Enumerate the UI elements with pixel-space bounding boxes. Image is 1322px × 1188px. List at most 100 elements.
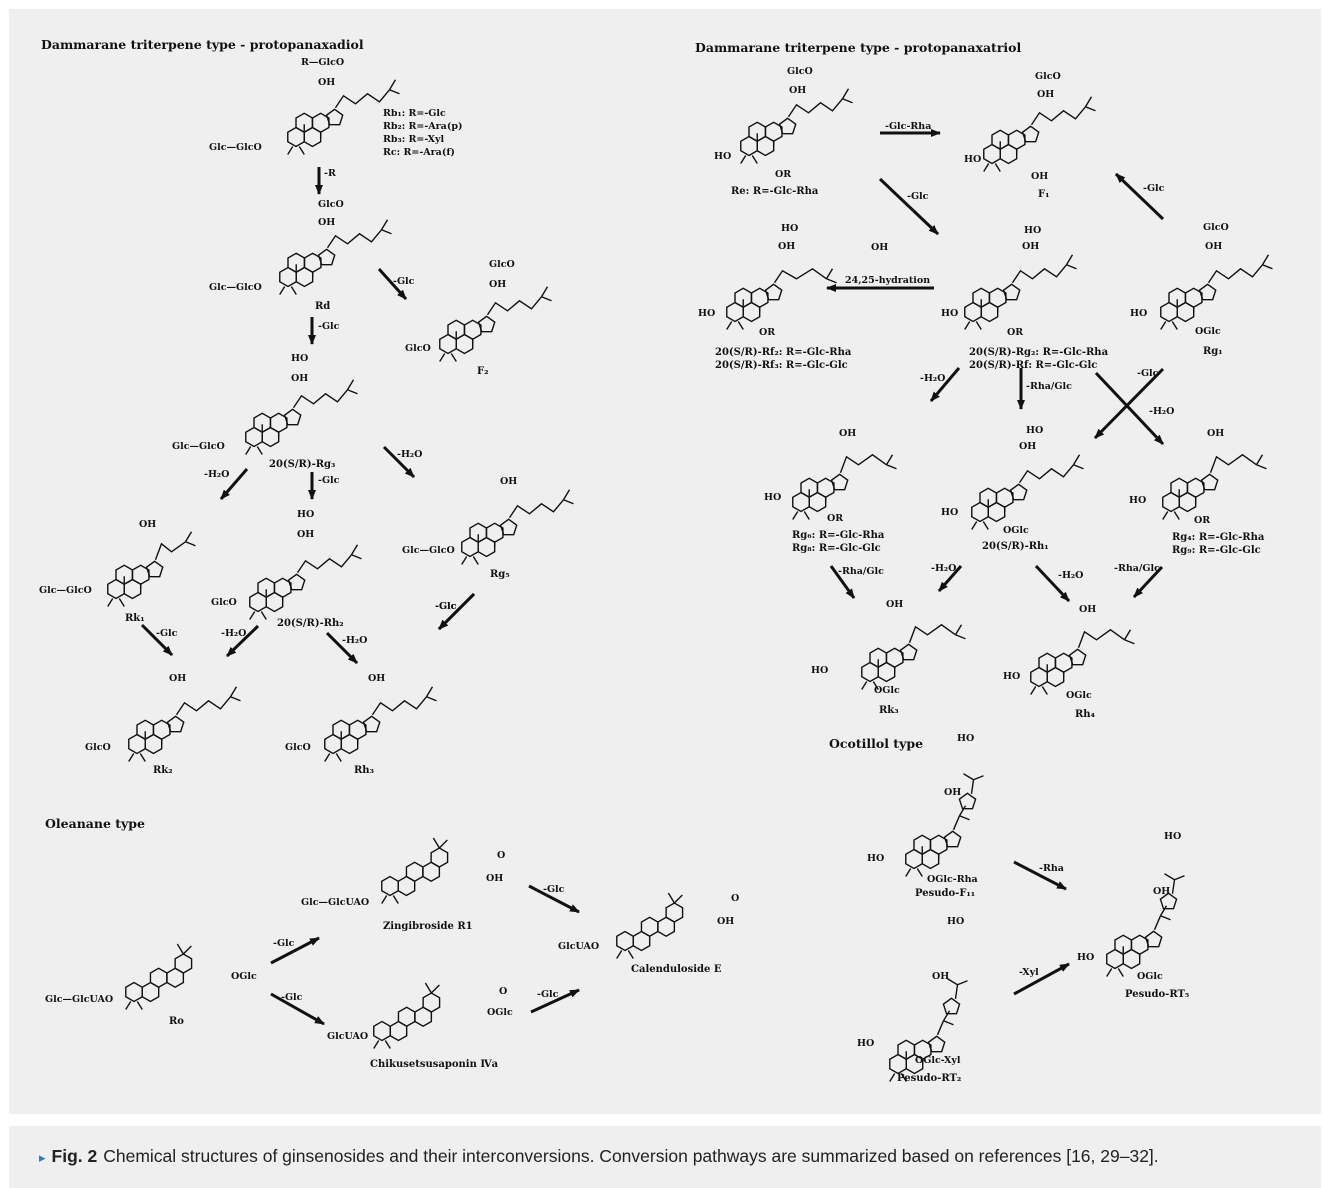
arrow-line xyxy=(1013,962,1070,996)
arrow-a11: -Glc xyxy=(435,592,476,631)
arrow-line xyxy=(1034,564,1071,603)
arrow-b12: -Rha/Glc xyxy=(1114,563,1164,599)
compound-name: 20(S/R)-Rf₂: R=-Glc-Rha xyxy=(715,347,852,358)
arrow-b4: 24,25-hydration xyxy=(826,275,934,292)
substituent-label: OR xyxy=(1007,327,1023,338)
rb-legend-entry: Rb₁: R=-Glc xyxy=(383,108,446,119)
substituent-label: O xyxy=(499,986,507,997)
arrow-b3: -Glc xyxy=(1114,172,1165,221)
substituent-label: HO xyxy=(291,353,308,364)
arrow-b9: -Rha/Glc xyxy=(829,565,884,599)
compound-name: 20(S/R)-Rh₂ xyxy=(277,618,344,629)
substituent-label: OH xyxy=(368,673,385,684)
caption-text: Chemical structures of ginsenosides and … xyxy=(103,1146,1159,1166)
substituent-label: OH xyxy=(318,77,335,88)
arrow-b2: -Glc xyxy=(878,177,940,236)
arrow-label: -Rha/Glc xyxy=(838,566,884,577)
compound-name: Re: R=-Glc-Rha xyxy=(731,186,819,197)
compound-name: Rg₁ xyxy=(1203,346,1223,357)
arrow-label: -Glc xyxy=(273,938,295,949)
figure-panel: Dammarane triterpene type - protopanaxad… xyxy=(9,9,1321,1114)
arrow-d4: -Glc xyxy=(530,988,580,1014)
arrow-label: -Glc xyxy=(435,601,457,612)
substituent-label: Glc—GlcO xyxy=(172,441,225,452)
arrow-line xyxy=(219,468,249,500)
arrow-c2: -Xyl xyxy=(1013,962,1070,996)
substituent-label: HO xyxy=(941,507,958,518)
arrow-line xyxy=(270,936,320,965)
section-heading-ocotillol: Ocotillol type xyxy=(829,736,923,751)
substituent-label: HO xyxy=(1130,308,1147,319)
substituent-label: HO xyxy=(857,1038,874,1049)
reaction-scheme: Dammarane triterpene type - protopanaxad… xyxy=(39,37,1273,1084)
arrow-b5: -H₂O xyxy=(920,367,961,402)
substituent-label: HO xyxy=(1077,952,1094,963)
arrow-line xyxy=(530,988,580,1014)
substituent-label: OH xyxy=(297,529,314,540)
arrow-label: -Glc xyxy=(435,601,457,612)
arrow-line xyxy=(1132,565,1164,599)
compound-name: 20(S/R)-Rg₂: R=-Glc-Rha xyxy=(969,347,1109,358)
arrow-c1: -Rha xyxy=(1013,860,1067,891)
substituent-label: OGlc xyxy=(1066,690,1092,701)
substituent-label: OH xyxy=(1153,886,1170,897)
compound-name: 20(S/R)-Rh₁ xyxy=(982,541,1049,552)
compound-name: Calenduloside E xyxy=(631,964,722,975)
arrow-label: 24,25-hydration xyxy=(845,275,930,286)
arrow-line xyxy=(270,992,325,1026)
substituent-label: OH xyxy=(1022,241,1039,252)
arrow-label: -R xyxy=(324,168,336,179)
substituent-label: OH xyxy=(886,599,903,610)
arrow-label: -Glc xyxy=(1137,368,1159,379)
arrow-label: -Rha/Glc xyxy=(1114,563,1160,574)
arrow-label: -H₂O xyxy=(931,563,956,574)
caption-figure-number: Fig. 2 xyxy=(51,1146,98,1166)
arrow-line xyxy=(140,623,174,657)
substituent-label: HO xyxy=(941,308,958,319)
arrow-label: -Xyl xyxy=(1019,967,1039,978)
arrow-b7: -Glc xyxy=(1093,367,1165,440)
substituent-label: OH xyxy=(871,242,888,253)
arrow-line xyxy=(528,884,580,914)
substituent-label: GlcUAO xyxy=(327,1031,368,1042)
arrow-line xyxy=(1114,172,1165,221)
arrow-d1: -Glc xyxy=(270,936,320,965)
substituent-label: OH xyxy=(1019,441,1036,452)
substituent-label: Glc—GlcO xyxy=(402,545,455,556)
arrow-b10: -H₂O xyxy=(931,563,963,592)
substituent-label: OH xyxy=(139,519,156,530)
substituent-label: OH xyxy=(1205,241,1222,252)
compound-name: Rk₂ xyxy=(153,765,173,776)
substituent-label: O xyxy=(497,850,505,861)
substituent-label: HO xyxy=(867,853,884,864)
compound-name: Rg₆: R=-Glc-Rha xyxy=(792,530,885,541)
arrow-a2: -Glc xyxy=(377,267,415,301)
caption-marker-icon: ▸ xyxy=(39,1150,46,1165)
substituent-label: GlcUAO xyxy=(558,941,599,952)
arrow-line xyxy=(1093,367,1165,440)
substituent-label: OR xyxy=(827,513,843,524)
arrow-b6: -Rha/Glc xyxy=(1017,368,1072,410)
substituent-label: HO xyxy=(947,916,964,927)
substituent-label: OR xyxy=(759,327,775,338)
substituent-label: OGlc xyxy=(874,685,900,696)
arrow-line xyxy=(937,565,963,592)
substituent-label: HO xyxy=(964,154,981,165)
substituent-label: GlcO xyxy=(211,597,237,608)
substituent-label: Glc—GlcO xyxy=(39,585,92,596)
substituent-label: HO xyxy=(1164,831,1181,842)
substituent-label: Glc—GlcO xyxy=(209,142,262,153)
substituent-label: OGlc-Rha xyxy=(927,874,978,885)
